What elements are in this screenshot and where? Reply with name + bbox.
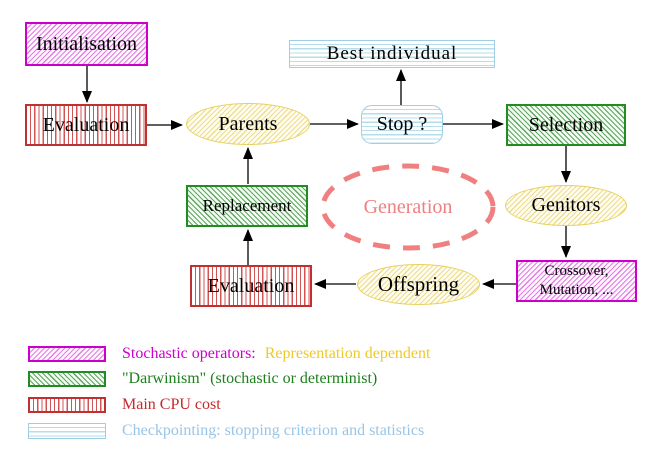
- node-crossover-label-line1: Crossover,: [544, 263, 609, 280]
- node-evaluation-bottom-label: Evaluation: [207, 274, 295, 297]
- node-crossover-label-line2: Mutation, ...: [539, 282, 614, 298]
- node-initialisation: Initialisation: [25, 22, 148, 66]
- node-replacement: Replacement: [186, 185, 308, 227]
- node-offspring-label: Offspring: [377, 272, 460, 297]
- node-parents: Parents: [186, 103, 310, 145]
- legend-row-darwinism: "Darwinism" (stochastic or determinist): [28, 370, 377, 388]
- node-generation-label: Generation: [363, 195, 453, 218]
- node-evaluation-bottom: Evaluation: [190, 265, 312, 307]
- node-evaluation-top-label: Evaluation: [42, 113, 130, 136]
- legend-label-darwinism: "Darwinism" (stochastic or determinist): [122, 370, 378, 387]
- legend-row-stochastic-operators: Stochastic operators: Representation dep…: [28, 345, 430, 363]
- node-selection-label: Selection: [528, 113, 604, 136]
- node-evaluation-top: Evaluation: [25, 104, 147, 146]
- legend-swatch-red-stripes: [28, 397, 106, 413]
- legend-swatch-green-hatch: [28, 371, 106, 387]
- legend-label-checkpointing: Checkpointing: stopping criterion and st…: [122, 422, 425, 439]
- node-stop: Stop ?: [361, 105, 443, 144]
- node-selection: Selection: [506, 104, 626, 146]
- legend-row-checkpointing: Checkpointing: stopping criterion and st…: [28, 422, 424, 440]
- node-generation: Generation: [323, 166, 493, 248]
- node-offspring: Offspring: [357, 264, 480, 305]
- node-stop-label: Stop ?: [376, 113, 428, 135]
- legend-swatch-cyan-stripes: [28, 423, 106, 439]
- node-crossover-mutation: Crossover, Mutation, ...: [516, 260, 637, 302]
- node-initialisation-label: Initialisation: [35, 32, 138, 55]
- node-parents-label: Parents: [218, 112, 278, 135]
- legend-row-main-cpu-cost: Main CPU cost: [28, 396, 221, 414]
- node-best-individual-label: Best individual: [326, 43, 458, 65]
- legend-swatch-magenta-hatch: [28, 346, 106, 362]
- node-genitors: Genitors: [505, 185, 627, 226]
- node-genitors-label: Genitors: [531, 194, 601, 216]
- legend-label-main-cpu-cost: Main CPU cost: [122, 396, 221, 413]
- legend-label-stochastic-operators: Stochastic operators:: [122, 345, 256, 362]
- legend-label-representation-dependent: Representation dependent: [264, 345, 431, 362]
- node-replacement-label: Replacement: [202, 196, 292, 216]
- node-best-individual: Best individual: [289, 40, 495, 68]
